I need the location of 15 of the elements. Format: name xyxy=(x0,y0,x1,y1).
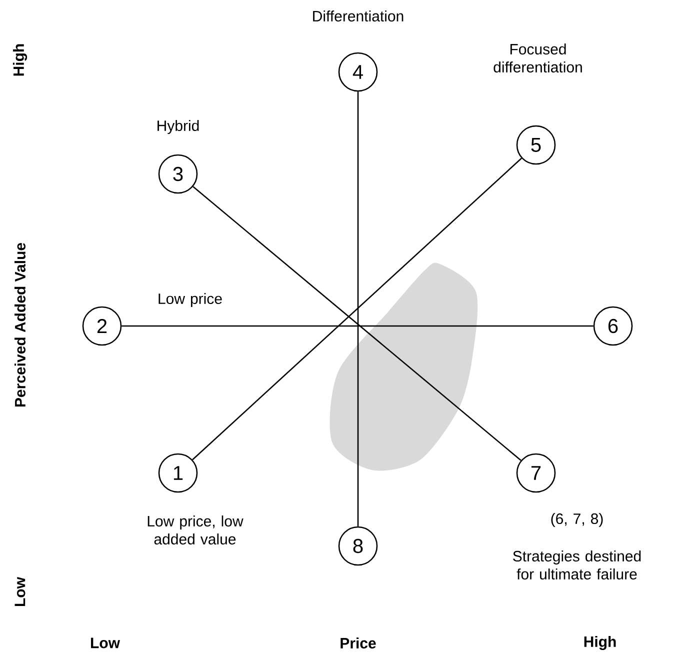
strategy-label: Differentiation xyxy=(313,10,404,22)
strategy-label: (6, 7, 8) xyxy=(551,513,603,527)
line xyxy=(122,325,594,327)
strategy-label: Focused differentiation xyxy=(494,44,582,72)
axis-label: Low xyxy=(14,577,26,606)
axis-label: Price xyxy=(340,638,376,648)
line xyxy=(357,92,359,526)
axis-label: High xyxy=(584,636,616,650)
strategy-label: Strategies destined for ultimate failure xyxy=(513,550,641,580)
strategy-label: Hybrid xyxy=(158,120,199,134)
axis-label: Perceived Added Value xyxy=(14,242,26,407)
axis-label: High xyxy=(12,44,28,76)
axis-label: Low xyxy=(91,638,120,648)
strategy-label: Low price, low added value xyxy=(148,516,244,544)
strategy-label: Low price xyxy=(158,293,222,307)
